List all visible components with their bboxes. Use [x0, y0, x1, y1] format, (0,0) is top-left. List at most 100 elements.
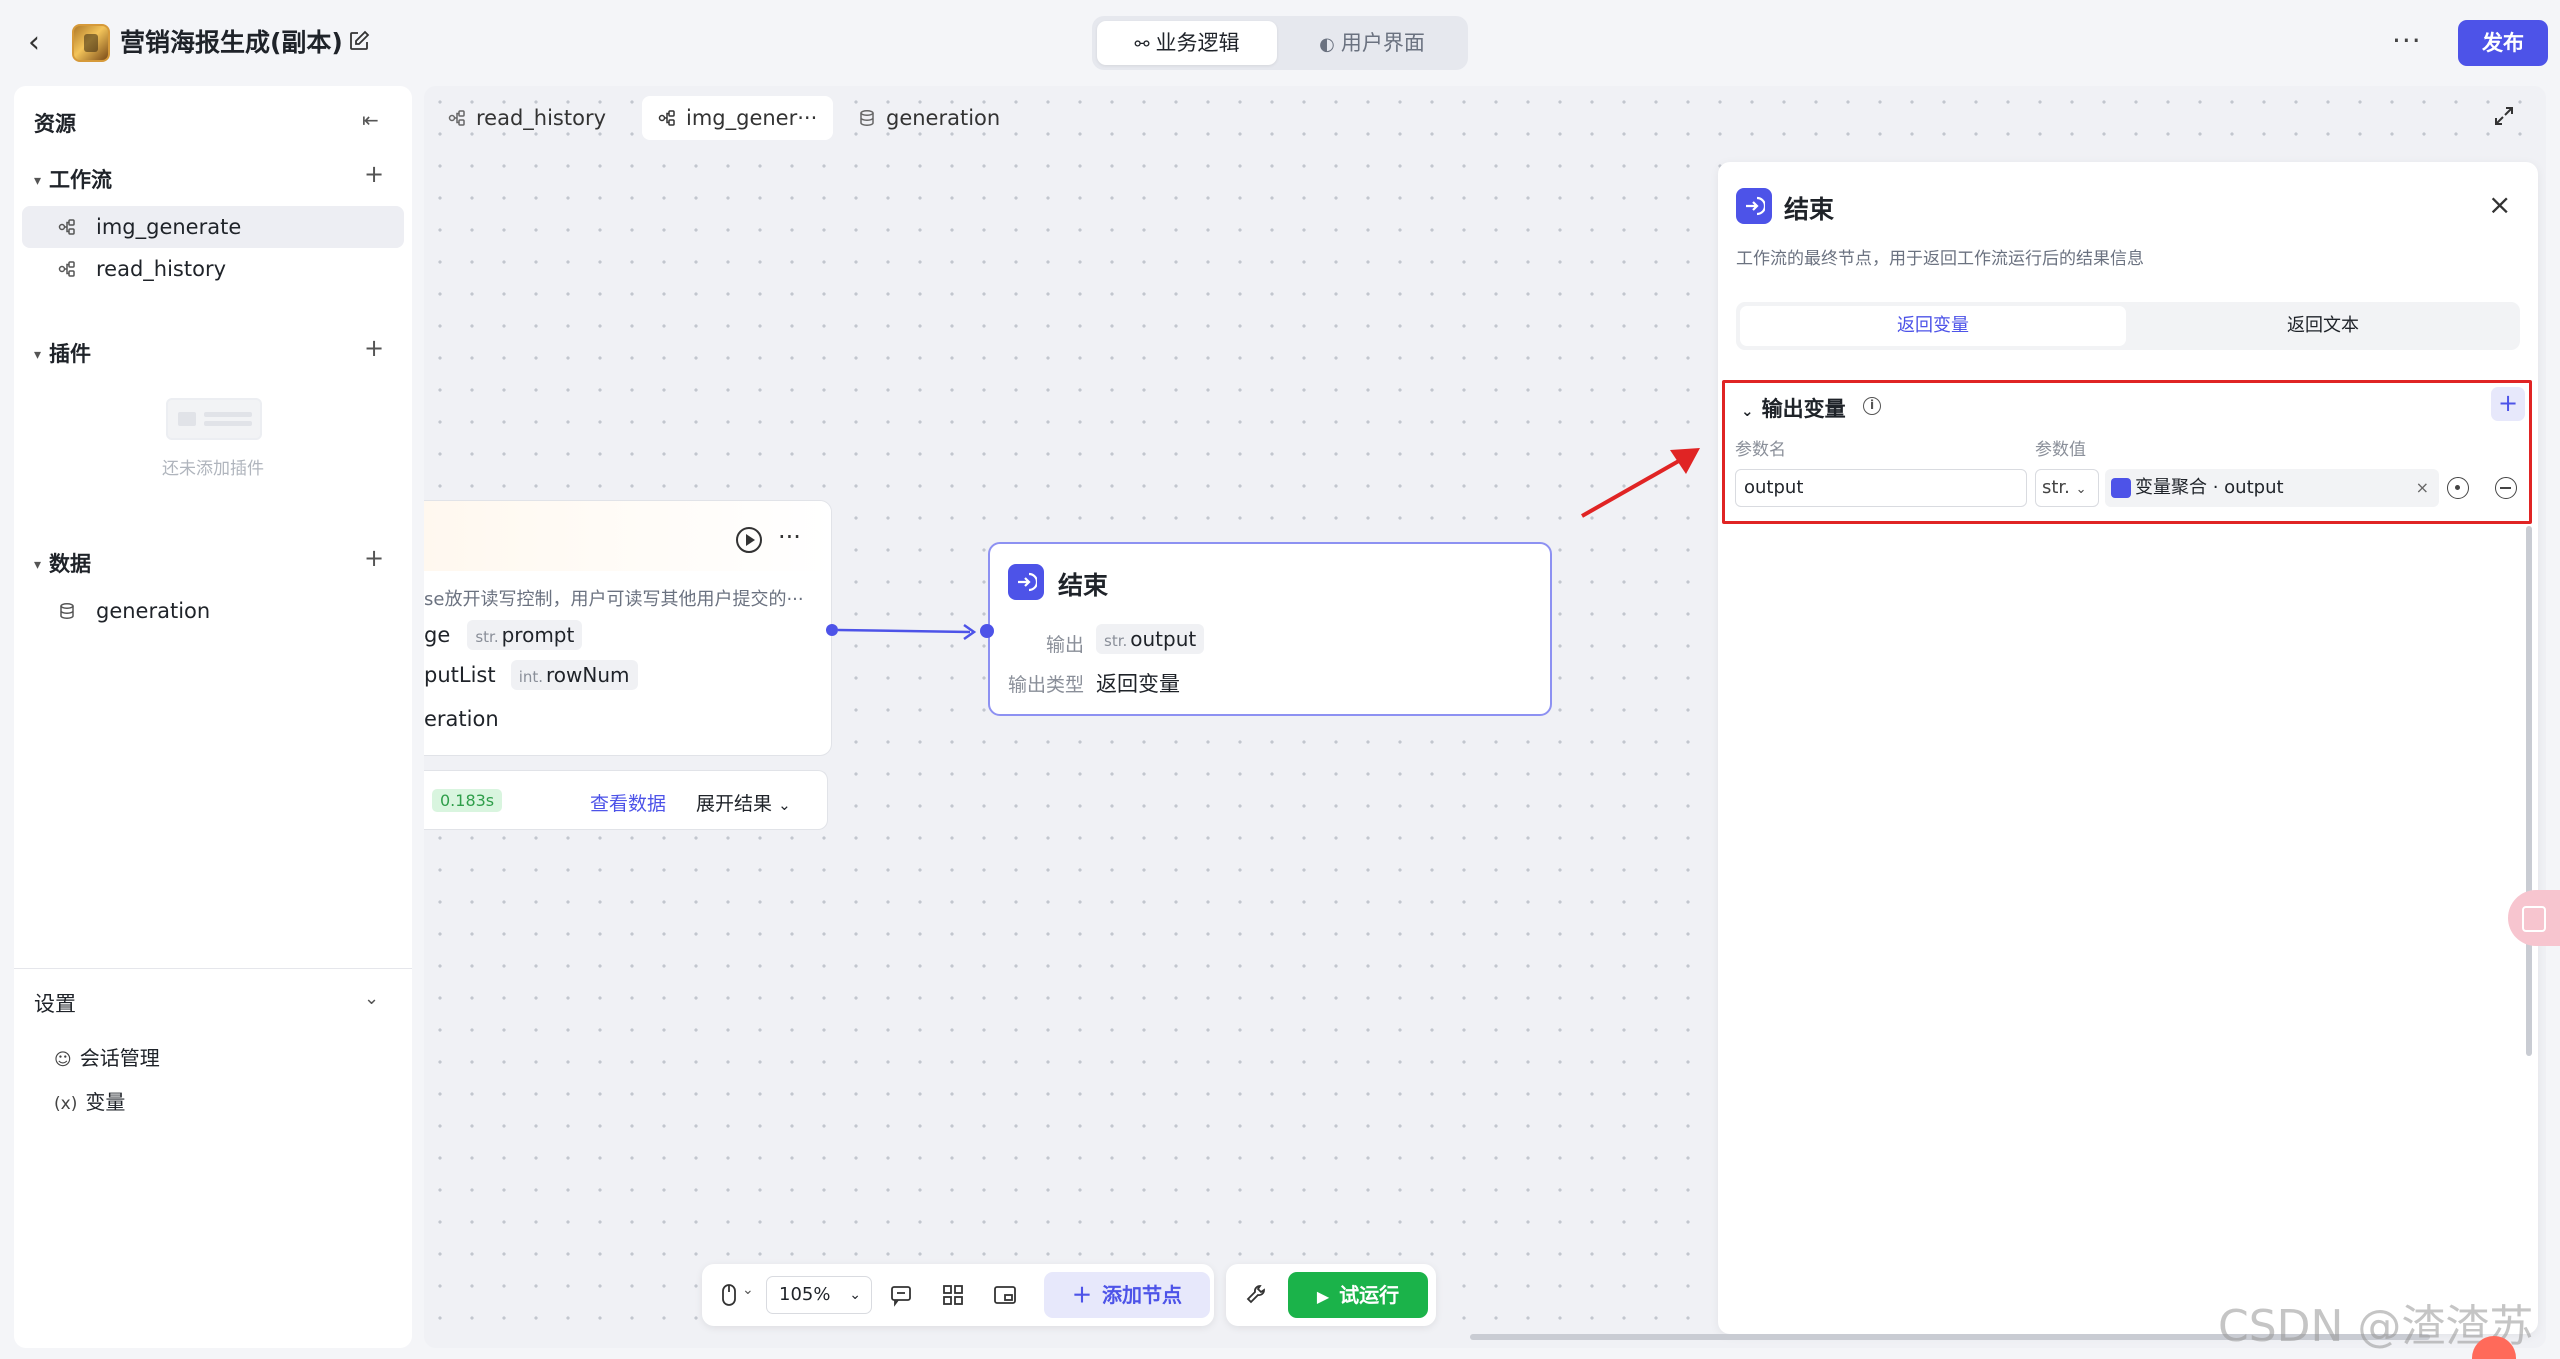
node-connector: [826, 623, 977, 641]
publish-button[interactable]: 发布: [2458, 20, 2548, 66]
zoom-select[interactable]: 105% ⌄: [766, 1276, 872, 1314]
tab-read-history[interactable]: read_history: [432, 96, 622, 140]
sidebar-item-conversation[interactable]: ☺会话管理: [54, 1046, 160, 1070]
plus-icon: ＋: [1072, 1283, 1092, 1307]
output-chip: str.output: [1096, 624, 1205, 654]
tab-business-logic[interactable]: ⚯业务逻辑: [1097, 21, 1277, 65]
workflow-icon: ⚯: [1134, 34, 1150, 55]
expand-result-button[interactable]: 展开结果 ⌄: [696, 793, 791, 815]
section-data[interactable]: ▾数据: [34, 552, 92, 576]
settings-section[interactable]: 设置: [34, 992, 76, 1016]
layout-icon[interactable]: [940, 1282, 966, 1308]
close-icon[interactable]: ×: [2488, 188, 2512, 221]
param-name-input[interactable]: output: [1735, 469, 2027, 507]
sidebar-divider: [14, 968, 412, 969]
chevron-down-icon: ⌄: [849, 1287, 861, 1303]
view-data-link[interactable]: 查看数据: [590, 793, 667, 815]
tab-generation[interactable]: generation: [842, 96, 1016, 140]
node-config-panel: 结束 × 工作流的最终节点，用于返回工作流运行后的结果信息 返回变量 返回文本 …: [1718, 162, 2538, 1334]
run-toolbar: ▶试运行: [1226, 1264, 1436, 1326]
return-mode-switch: 返回变量 返回文本: [1736, 302, 2520, 350]
chevron-down-icon[interactable]: ⌄: [364, 988, 380, 1009]
database-icon: [60, 603, 74, 619]
node-input-row: ge str.prompt: [424, 620, 583, 650]
edit-icon[interactable]: [348, 30, 370, 52]
comment-icon[interactable]: [888, 1282, 914, 1308]
section-plugin[interactable]: ▾插件: [34, 342, 92, 366]
canvas-toolbar: ⌄ 105% ⌄ ＋添加节点: [702, 1264, 1214, 1326]
reference-picker-icon[interactable]: [2447, 477, 2469, 499]
test-run-button[interactable]: ▶试运行: [1288, 1272, 1428, 1318]
chevron-down-icon: ⌄: [1741, 402, 1754, 420]
app-logo: [72, 24, 110, 62]
more-options-icon[interactable]: ···: [778, 523, 801, 551]
run-time-badge: 0.183s: [432, 789, 503, 812]
palette-icon: ◐: [1319, 34, 1335, 55]
database-icon: [860, 110, 874, 126]
panel-title: 结束: [1784, 195, 1835, 224]
play-icon: ▶: [1316, 1287, 1330, 1306]
variable-aggregate-icon: [2111, 478, 2131, 498]
output-type-label: 输出类型: [1008, 674, 1085, 696]
add-workflow-button[interactable]: +: [364, 160, 385, 188]
sidebar-item-img-generate[interactable]: img_generate: [22, 206, 404, 248]
output-variables-section: ⌄输出变量 i + 参数名 参数值 output str. ⌄ 变量聚合 · o…: [1722, 380, 2532, 524]
panel-scrollbar[interactable]: [2526, 526, 2532, 1056]
app-title: 营销海报生成(副本): [120, 28, 343, 57]
node-header: [424, 501, 831, 571]
chevron-down-icon: ▾: [34, 347, 42, 363]
end-node-icon: [1008, 564, 1044, 600]
empty-plugin-illustration: [166, 398, 262, 440]
node-run-result: 0.183s 查看数据 展开结果 ⌄: [424, 770, 828, 830]
minimap-icon[interactable]: [992, 1282, 1018, 1308]
param-value-reference[interactable]: 变量聚合 · output ×: [2105, 469, 2439, 507]
database-query-node[interactable]: ··· se放开读写控制，用户可读写其他用户提交的··· ge str.prom…: [424, 500, 832, 756]
chevron-down-icon: ▾: [34, 557, 42, 573]
tab-img-generate[interactable]: img_gener···: [642, 96, 834, 140]
tab-return-text[interactable]: 返回文本: [2287, 315, 2359, 336]
top-header: ‹ 营销海报生成(副本) ⚯业务逻辑 ◐用户界面 ··· 发布: [0, 0, 2560, 86]
mouse-mode-icon[interactable]: [716, 1282, 742, 1308]
end-node[interactable]: 结束 输出 str.output 输出类型 返回变量: [988, 542, 1552, 716]
sidebar-item-variables[interactable]: (x)变量: [54, 1090, 126, 1114]
chevron-down-icon: ▾: [34, 173, 42, 189]
section-workflow[interactable]: ▾工作流: [34, 168, 113, 192]
collapse-sidebar-icon[interactable]: ⇤: [362, 108, 379, 132]
param-name-header: 参数名: [1735, 440, 1786, 460]
tab-user-interface[interactable]: ◐用户界面: [1319, 31, 1425, 55]
sidebar-item-read-history[interactable]: read_history: [22, 248, 404, 290]
more-options-icon[interactable]: ···: [2392, 24, 2422, 57]
back-arrow-icon[interactable]: ‹: [28, 25, 40, 60]
tab-return-variable[interactable]: 返回变量: [1740, 306, 2126, 346]
assistant-avatar[interactable]: [2472, 1336, 2516, 1359]
canvas-horizontal-scrollbar[interactable]: [1470, 1334, 2430, 1340]
param-type-select[interactable]: str. ⌄: [2035, 469, 2099, 507]
annotation-arrow: [1581, 448, 1700, 518]
add-plugin-button[interactable]: +: [364, 334, 385, 362]
add-data-button[interactable]: +: [364, 544, 385, 572]
section-title[interactable]: ⌄输出变量: [1741, 397, 1846, 421]
sidebar-item-generation[interactable]: generation: [22, 590, 404, 632]
run-node-icon[interactable]: [736, 527, 762, 553]
translate-float-button[interactable]: [2508, 890, 2560, 946]
view-mode-switch: ⚯业务逻辑 ◐用户界面: [1092, 16, 1468, 70]
add-output-variable-button[interactable]: +: [2491, 387, 2525, 421]
input-port[interactable]: [980, 624, 994, 638]
end-node-title: 结束: [1058, 571, 1109, 600]
param-value-header: 参数值: [2035, 440, 2086, 460]
variable-icon: (x): [54, 1094, 78, 1114]
info-icon[interactable]: i: [1863, 397, 1881, 415]
empty-plugin-text: 还未添加插件: [162, 459, 264, 479]
add-node-button[interactable]: ＋添加节点: [1044, 1272, 1210, 1318]
resource-sidebar: 资源 ⇤ ▾工作流 + img_generate read_history ▾插…: [14, 86, 412, 1348]
chevron-down-icon[interactable]: ⌄: [742, 1282, 754, 1298]
workflow-icon: [448, 110, 465, 126]
chevron-down-icon: ⌄: [2075, 482, 2087, 497]
workflow-icon: [658, 110, 675, 126]
clear-icon[interactable]: ×: [2415, 478, 2429, 497]
fullscreen-icon[interactable]: [2492, 104, 2516, 128]
remove-variable-icon[interactable]: [2495, 477, 2517, 499]
wrench-icon[interactable]: [1244, 1282, 1270, 1308]
node-output-row: putList int.rowNum: [424, 660, 638, 690]
param-chip: str.prompt: [467, 620, 583, 650]
